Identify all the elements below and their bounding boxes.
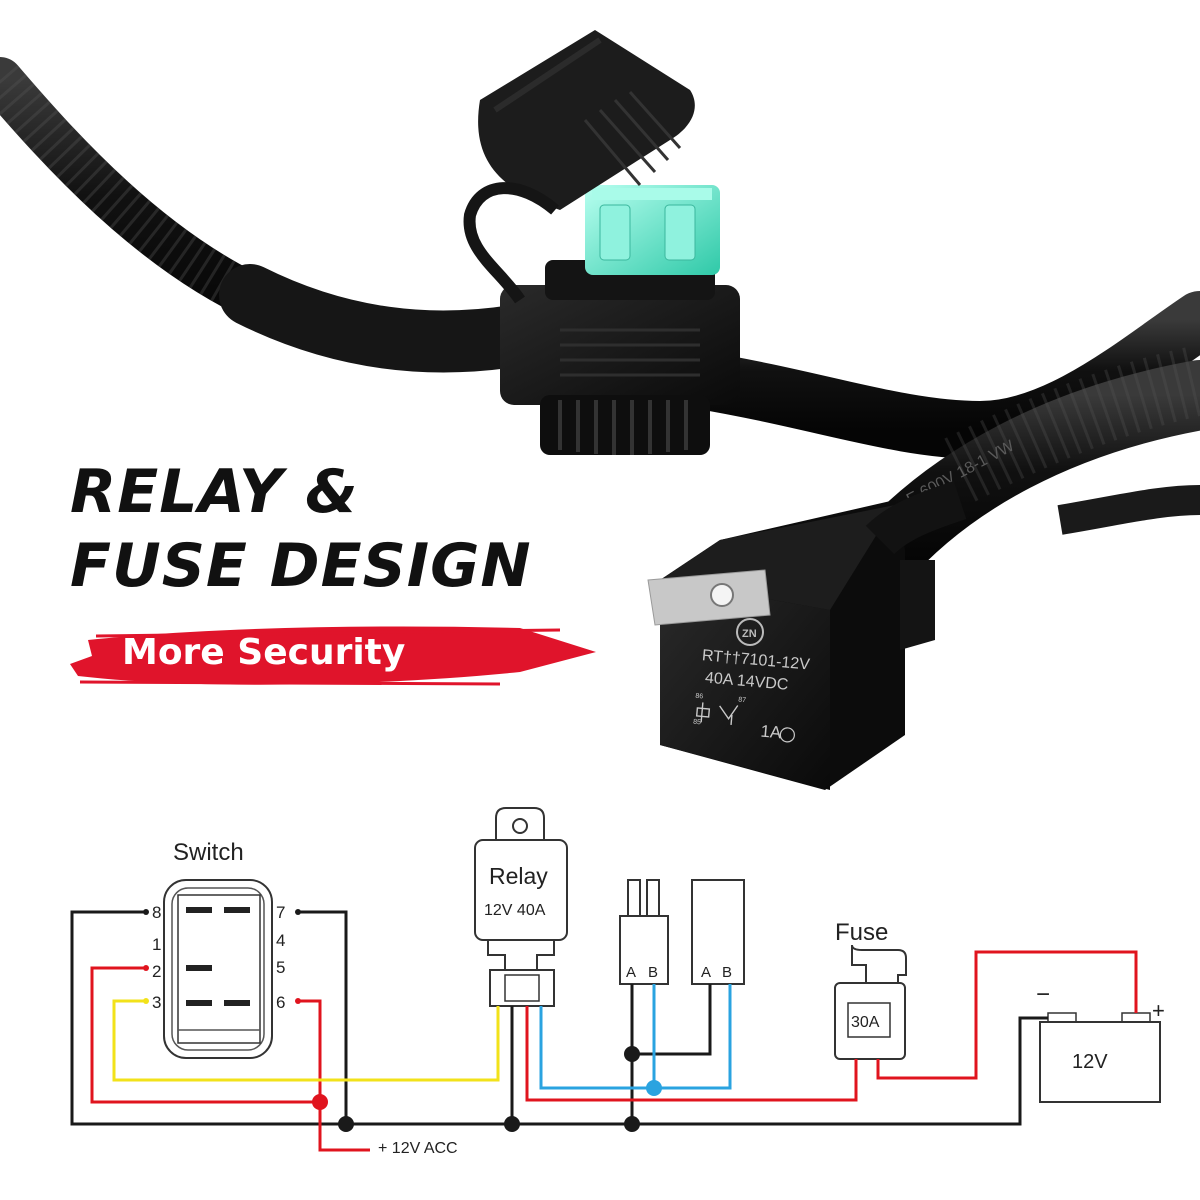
fuse-rating: 30A bbox=[851, 1014, 880, 1031]
switch-pin-8: 8 bbox=[152, 903, 161, 922]
wire-yellow-pin3 bbox=[112, 999, 500, 1082]
relay-label: Relay bbox=[489, 863, 548, 889]
switch-pin-4: 4 bbox=[276, 931, 285, 950]
fuse-symbol bbox=[834, 944, 907, 1060]
acc-label: + 12V ACC bbox=[378, 1140, 458, 1157]
relay-schematic-icon bbox=[695, 702, 739, 726]
relay-symbol bbox=[474, 807, 568, 1007]
connector-2-a: A bbox=[701, 964, 711, 981]
switch-pin-2: 2 bbox=[152, 962, 161, 981]
svg-text:ZN: ZN bbox=[742, 628, 757, 640]
switch-pin-3: 3 bbox=[152, 993, 161, 1012]
battery-label: 12V bbox=[1072, 1051, 1108, 1073]
relay-logo-icon bbox=[736, 618, 764, 646]
wire-pin7 bbox=[298, 910, 348, 1124]
fuse-cap bbox=[463, 30, 695, 304]
wire-red-pin2 bbox=[90, 966, 320, 1104]
relay-code-marking: 1A bbox=[760, 722, 783, 743]
wire-ground-bus bbox=[70, 910, 1048, 1126]
blade-fuse bbox=[585, 185, 720, 275]
connector-2-b: B bbox=[722, 964, 732, 981]
wire-harness-photo: E 600V 18-1 VW bbox=[0, 30, 1200, 790]
switch-pin-1: 1 bbox=[152, 935, 161, 954]
relay-pin-87: 87 bbox=[738, 696, 746, 704]
relay-rating: 12V 40A bbox=[484, 902, 546, 919]
wire-red-relay-fuse bbox=[525, 1006, 858, 1102]
headline-line-1: RELAY & bbox=[70, 457, 359, 527]
switch-pin-6: 6 bbox=[276, 993, 285, 1012]
wire-red-fuse-battery bbox=[876, 950, 1138, 1080]
wiring-diagram: Switch 8 1 2 3 7 4 5 6 Relay 12V 40A A B bbox=[70, 807, 1165, 1157]
banner-text: More Security bbox=[122, 632, 406, 673]
relay-pin-85: 85 bbox=[693, 719, 701, 727]
relay-cube: ZN RT††7101-12V 40A 14VDC 86 87 85 1A bbox=[647, 481, 967, 790]
wire-red-pin6 bbox=[298, 999, 370, 1152]
battery-minus: − bbox=[1036, 981, 1050, 1008]
junction-dots bbox=[312, 1046, 662, 1132]
switch-label: Switch bbox=[173, 839, 244, 866]
fuse-label: Fuse bbox=[835, 919, 888, 946]
battery-symbol bbox=[1039, 1012, 1161, 1103]
connector-1 bbox=[619, 879, 669, 985]
headline-line-2: FUSE DESIGN bbox=[70, 531, 532, 601]
wire-blue-relay bbox=[539, 984, 732, 1090]
relay-pin-86: 86 bbox=[695, 693, 703, 701]
connector-2 bbox=[691, 879, 745, 985]
headline: RELAY & FUSE DESIGN bbox=[70, 455, 532, 603]
wire-conn2-a bbox=[632, 984, 712, 1056]
rocker-switch bbox=[163, 879, 273, 1059]
switch-pin-7: 7 bbox=[276, 903, 285, 922]
switch-pin-5: 5 bbox=[276, 958, 285, 977]
battery-plus: + bbox=[1152, 998, 1165, 1023]
right-cable bbox=[671, 291, 1200, 460]
connector-1-b: B bbox=[648, 964, 658, 981]
connector-1-a: A bbox=[626, 964, 636, 981]
banner-brush bbox=[70, 626, 596, 685]
taped-cable-left bbox=[219, 264, 551, 373]
